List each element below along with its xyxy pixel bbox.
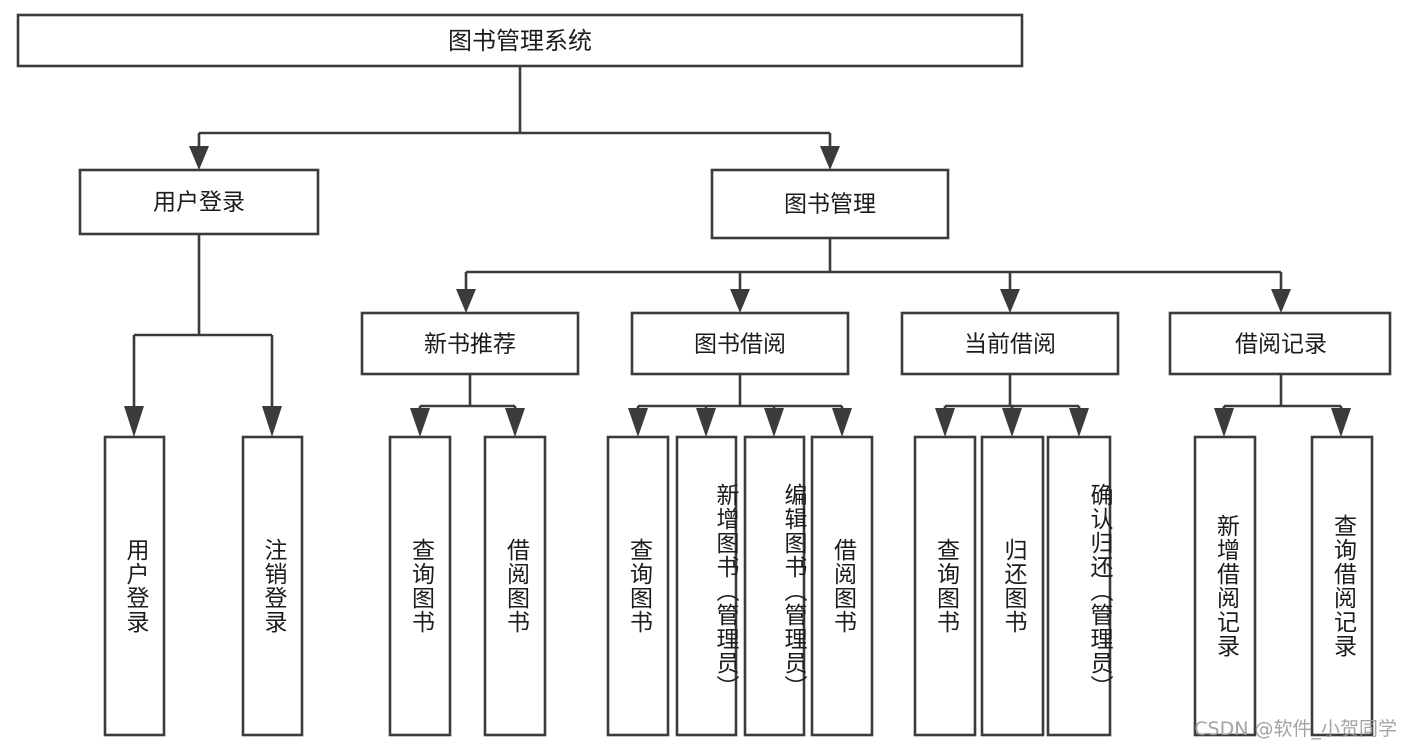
leaf-label-confirm-return: 确认归还（管理员） — [1086, 483, 1112, 699]
node-user-login[interactable] — [78, 168, 320, 236]
leaf-box-add-record[interactable] — [1193, 435, 1257, 737]
leaf-label-user-logout: 注销登录 — [260, 538, 286, 634]
node-new-book-recommend[interactable] — [360, 311, 580, 376]
arrow-leaf-add-book — [696, 408, 716, 437]
leaf-label-query-book-3: 查询图书 — [932, 538, 959, 634]
leaf-box-borrow-book-2[interactable] — [810, 435, 874, 737]
node-current-borrow[interactable] — [900, 311, 1120, 376]
arrow-leaf-query-record — [1331, 408, 1351, 437]
leaf-box-confirm-return[interactable] — [1046, 435, 1112, 737]
leaf-box-query-book-1[interactable] — [388, 435, 452, 737]
leaf-label-query-book-1: 查询图书 — [407, 538, 434, 634]
node-borrow-record[interactable] — [1168, 311, 1392, 376]
arrow-leaf-borrow-book-2 — [832, 408, 852, 437]
arrow-to-user-login — [189, 146, 209, 170]
arrow-leaf-borrow-book-1 — [505, 408, 525, 437]
arrow-leaf-query-book-1 — [410, 408, 430, 437]
arrow-leaf-query-book-2 — [628, 408, 648, 437]
arrow-leaf-add-record — [1214, 408, 1234, 437]
csdn-watermark: CSDN @软件_小贺同学 — [1194, 718, 1397, 740]
arrow-leaf-user-login — [124, 406, 144, 437]
leaf-label-borrow-book-1: 借阅图书 — [502, 538, 529, 634]
node-label-root: 图书管理系统 — [448, 27, 592, 55]
leaf-label-return-book: 归还图书 — [1000, 538, 1026, 634]
arrow-leaf-query-book-3 — [935, 408, 955, 437]
arrow-leaf-user-logout — [262, 406, 282, 437]
leaf-label-query-book-2: 查询图书 — [625, 538, 652, 634]
leaf-label-borrow-book-2: 借阅图书 — [829, 538, 856, 634]
node-label-new-book-recommend: 新书推荐 — [424, 332, 516, 358]
node-book-borrow[interactable] — [630, 311, 850, 376]
arrow-leaf-edit-book — [764, 408, 784, 437]
leaf-label-user-login: 用户登录 — [122, 538, 148, 634]
arrow-to-book-borrow — [730, 289, 750, 313]
node-label-book-manage: 图书管理 — [784, 192, 876, 218]
arrow-leaf-confirm-return — [1069, 408, 1089, 437]
arrow-leaf-return-book — [1002, 408, 1022, 437]
arrow-to-current-borrow — [1000, 289, 1020, 313]
node-label-user-login: 用户登录 — [153, 190, 245, 216]
connector-layer — [124, 66, 1351, 437]
node-label-book-borrow: 图书借阅 — [694, 332, 786, 358]
leaf-label-edit-book: 编辑图书（管理员） — [780, 483, 806, 699]
leaf-box-borrow-book-1[interactable] — [483, 435, 547, 737]
node-label-current-borrow: 当前借阅 — [964, 332, 1056, 358]
label-layer: 图书管理系统 用户登录 图书管理 新书推荐 图书借阅 当前借阅 借阅记录 — [153, 27, 1327, 358]
leaf-box-add-book[interactable] — [675, 435, 738, 737]
node-label-borrow-record: 借阅记录 — [1235, 332, 1327, 358]
leaf-label-add-book: 新增图书（管理员） — [712, 483, 738, 699]
leaf-label-query-record: 查询借阅记录 — [1329, 514, 1356, 658]
leaf-label-add-record: 新增借阅记录 — [1212, 514, 1239, 658]
leaf-box-query-book-3[interactable] — [913, 435, 977, 737]
node-book-manage[interactable] — [710, 168, 950, 240]
leaf-box-return-book[interactable] — [980, 435, 1045, 737]
leaf-box-query-record[interactable] — [1310, 435, 1374, 737]
leaf-box-query-book-2[interactable] — [606, 435, 670, 737]
arrow-to-borrow-record — [1271, 289, 1291, 313]
node-layer — [16, 13, 1392, 737]
node-root[interactable] — [16, 13, 1024, 68]
leaf-box-edit-book[interactable] — [743, 435, 806, 737]
leaf-box-user-logout[interactable] — [241, 435, 304, 737]
arrow-to-book-manage — [820, 146, 840, 170]
leaf-box-user-login[interactable] — [103, 435, 166, 737]
arrow-to-new-book-recommend — [456, 289, 476, 313]
